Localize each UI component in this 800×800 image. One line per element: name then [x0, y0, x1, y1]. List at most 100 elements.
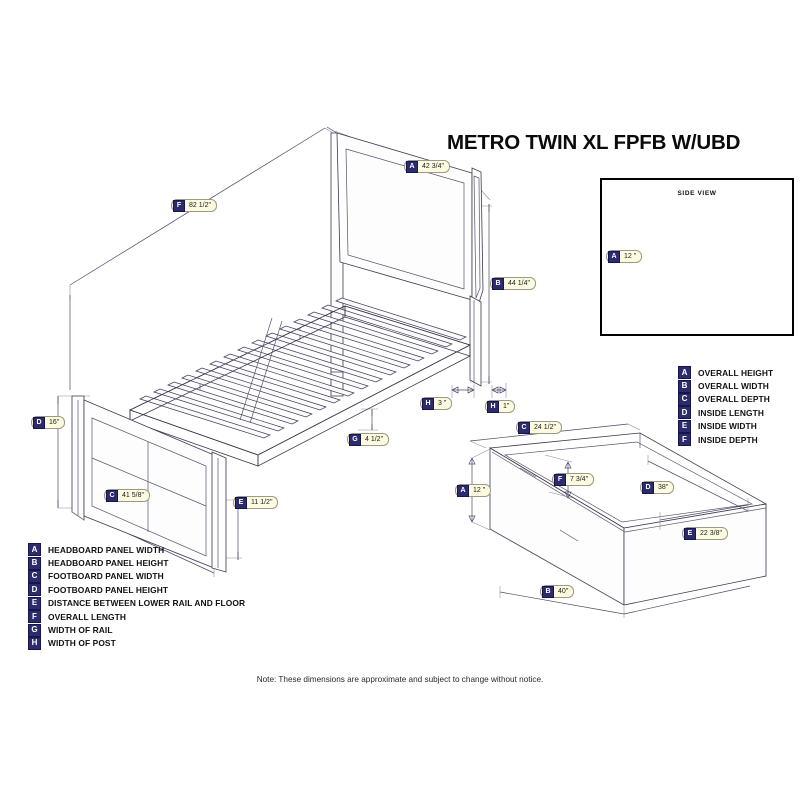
drawer-legend: A OVERALL HEIGHT B OVERALL WIDTH C OVERA…: [678, 366, 774, 447]
callout-letter: B: [492, 277, 504, 290]
callout-value: 12 ": [624, 253, 637, 260]
legend-item-a: A HEADBOARD PANEL WIDTH: [28, 543, 245, 557]
legend-label: HEADBOARD PANEL WIDTH: [48, 544, 165, 555]
bed-footboard: [71, 395, 227, 573]
legend-label: WIDTH OF POST: [48, 638, 116, 649]
legend-letter: B: [28, 556, 41, 570]
callout-value: 12 ": [473, 487, 486, 494]
callout-value: 3 ": [438, 400, 447, 407]
callout-letter: D: [33, 416, 45, 429]
callout-sideview-a: A 12 ": [606, 250, 643, 263]
callout-value: 42 3/4": [422, 163, 444, 170]
callout-value: 41 5/8": [122, 492, 144, 499]
callout-letter: B: [542, 585, 554, 598]
bed-slat-deck: [128, 297, 472, 467]
callout-bed-h-width-of-post-1in: H 1": [485, 400, 516, 413]
drawer-artwork: [468, 423, 768, 618]
legend-item-d: D FOOTBOARD PANEL HEIGHT: [28, 583, 245, 597]
legend-item-h: H WIDTH OF POST: [28, 636, 245, 650]
legend-label: OVERALL HEIGHT: [698, 367, 774, 378]
disclaimer-note: Note: These dimensions are approximate a…: [256, 675, 544, 684]
callout-drawer-a-overall-height: A 12 ": [455, 484, 492, 497]
legend-label: FOOTBOARD PANEL HEIGHT: [48, 584, 169, 595]
legend-letter: D: [28, 583, 41, 597]
callout-letter: A: [608, 250, 620, 263]
drawer-legend-item-c: C OVERALL DEPTH: [678, 392, 773, 406]
callout-drawer-f-inside-depth: F 7 3/4": [552, 473, 595, 486]
callout-bed-c-footboard-panel-width: C 41 5/8": [104, 489, 150, 502]
callout-letter: H: [422, 397, 434, 410]
legend-label: FOOTBOARD PANEL WIDTH: [48, 571, 164, 582]
legend-label: INSIDE WIDTH: [698, 421, 757, 432]
legend-letter: E: [28, 596, 41, 610]
legend-letter: B: [678, 379, 691, 393]
legend-letter: C: [678, 392, 691, 406]
callout-letter: A: [406, 160, 418, 173]
callout-letter: H: [487, 400, 499, 413]
callout-letter: E: [235, 496, 247, 509]
callout-value: 38": [658, 484, 669, 491]
callout-letter: G: [349, 433, 361, 446]
legend-letter: H: [28, 636, 41, 650]
callout-value: 7 3/4": [570, 476, 589, 483]
legend-letter: C: [28, 569, 41, 583]
legend-item-b: B HEADBOARD PANEL HEIGHT: [28, 556, 245, 570]
legend-item-c: C FOOTBOARD PANEL WIDTH: [28, 569, 245, 583]
callout-value: 1": [503, 403, 510, 410]
legend-letter: D: [678, 406, 691, 420]
callout-value: 44 1/4": [508, 280, 530, 287]
callout-bed-e-rail-floor-distance: E 11 1/2": [233, 496, 279, 509]
legend-item-g: G WIDTH OF RAIL: [28, 623, 245, 637]
callout-value: 40": [558, 588, 569, 595]
legend-label: OVERALL DEPTH: [698, 394, 770, 405]
callout-letter: F: [173, 199, 185, 212]
callout-value: 11 1/2": [251, 499, 273, 506]
legend-letter: A: [678, 366, 691, 380]
callout-value: 4 1/2": [365, 436, 384, 443]
legend-letter: G: [28, 623, 41, 637]
callout-letter: E: [684, 527, 696, 540]
callout-value: 22 3/8": [700, 530, 722, 537]
drawer-legend-item-a: A OVERALL HEIGHT: [678, 366, 774, 380]
legend-letter: E: [678, 419, 691, 433]
side-view-title: SIDE VIEW: [677, 190, 717, 197]
legend-label: DISTANCE BETWEEN LOWER RAIL AND FLOOR: [48, 598, 246, 609]
legend-label: OVERALL LENGTH: [48, 611, 127, 622]
legend-letter: A: [28, 543, 41, 557]
callout-value: 16": [49, 419, 60, 426]
callout-bed-h-width-of-post-3in: H 3 ": [420, 397, 453, 410]
callout-letter: A: [457, 484, 469, 497]
legend-label: INSIDE LENGTH: [698, 407, 764, 418]
callout-letter: D: [642, 481, 654, 494]
callout-drawer-e-inside-width: E 22 3/8": [682, 527, 728, 540]
drawer-legend-item-e: E INSIDE WIDTH: [678, 419, 773, 433]
callout-drawer-d-inside-length: D 38": [640, 481, 675, 494]
callout-value: 24 1/2": [534, 424, 556, 431]
legend-item-f: F OVERALL LENGTH: [28, 610, 245, 624]
callout-value: 82 1/2": [189, 202, 211, 209]
legend-label: INSIDE DEPTH: [698, 434, 758, 445]
callout-bed-b-headboard-panel-height: B 44 1/4": [490, 277, 536, 290]
page-title: METRO TWIN XL FPFB W/UBD: [447, 131, 741, 154]
callout-drawer-b-overall-width: B 40": [540, 585, 575, 598]
callout-letter: C: [518, 421, 530, 434]
callout-bed-a-headboard-panel-width: A 42 3/4": [404, 160, 450, 173]
callout-bed-g-width-of-rail: G 4 1/2": [347, 433, 390, 446]
legend-letter: F: [678, 433, 691, 447]
legend-letter: F: [28, 610, 41, 624]
bed-headboard: [330, 132, 484, 397]
callout-letter: C: [106, 489, 118, 502]
callout-letter: F: [554, 473, 566, 486]
drawer-legend-item-f: F INSIDE DEPTH: [678, 433, 773, 447]
drawer-legend-item-d: D INSIDE LENGTH: [678, 406, 773, 420]
callout-bed-f-overall-length: F 82 1/2": [171, 199, 217, 212]
legend-label: OVERALL WIDTH: [698, 381, 769, 392]
legend-item-e: E DISTANCE BETWEEN LOWER RAIL AND FLOOR: [28, 596, 246, 610]
legend-label: WIDTH OF RAIL: [48, 625, 113, 636]
callout-bed-d-footboard-panel-height: D 16": [31, 416, 66, 429]
drawer-legend-item-b: B OVERALL WIDTH: [678, 379, 773, 393]
legend-label: HEADBOARD PANEL HEIGHT: [48, 558, 169, 569]
bed-legend: A HEADBOARD PANEL WIDTH B HEADBOARD PANE…: [28, 543, 245, 650]
